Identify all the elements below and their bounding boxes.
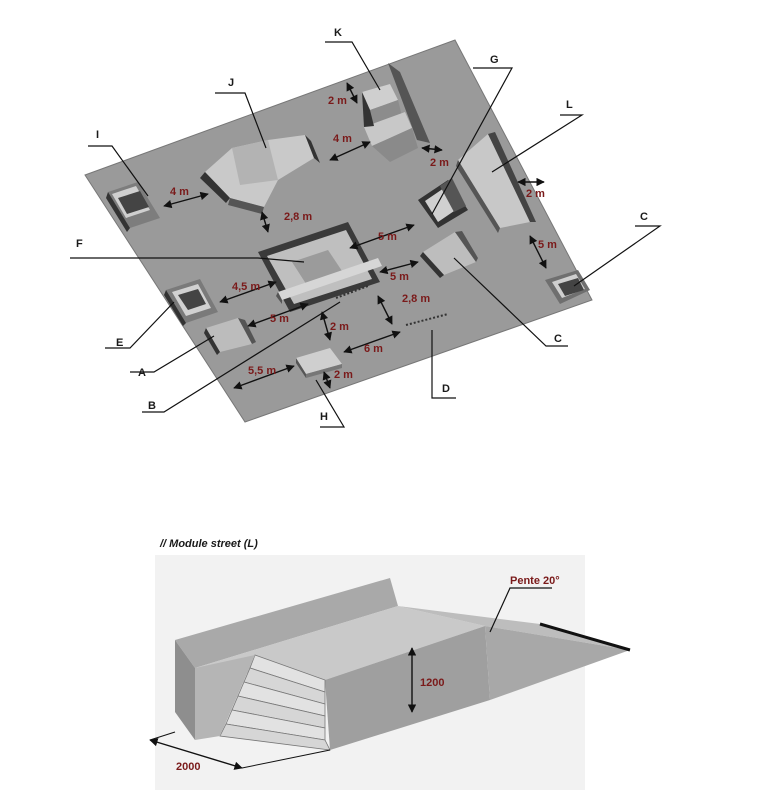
letter-i: I [96,129,99,141]
label-i-4m: 4 m [170,186,189,198]
letter-c-lower: C [554,333,562,345]
module-b [335,285,369,299]
height-label: 1200 [420,677,444,689]
module-c-right [545,270,590,304]
label-k-2m: 2 m [328,95,347,107]
label-h-55m: 5,5 m [248,365,276,377]
letter-d: D [442,383,450,395]
letter-h: H [320,411,328,423]
label-a-5m: 5 m [270,313,289,325]
letter-g: G [490,54,499,66]
module-i [106,182,160,232]
letter-b: B [148,400,156,412]
letter-f: F [76,238,83,250]
slope-leader [489,587,552,633]
label-b-2m: 2 m [330,321,349,333]
label-l-2m: 2 m [526,188,545,200]
letter-c-right: C [640,211,648,223]
letter-a: A [138,367,146,379]
label-e-45m: 4,5 m [232,281,260,293]
module-a [204,318,256,355]
label-g-5m: 5 m [378,231,397,243]
dimension-arrows [163,82,547,390]
letter-k: K [334,27,342,39]
module-k [362,63,430,162]
module-street-view: // Module street (L) 1200 20 [149,538,631,790]
label-d-28m: 2,8 m [402,293,430,305]
dimension-labels: 2 m 4 m 2 m 2 m 5 m 4 m 2,8 m 5 m 5 m 4,… [170,95,557,381]
letter-l: L [566,99,573,111]
letter-e: E [116,337,123,349]
label-h-6m: 6 m [364,343,383,355]
stairs [195,654,331,751]
module-c-lower [420,231,478,278]
slope-label: Pente 20° [510,575,560,587]
leader-lines [70,41,662,428]
label-k-2m-b: 2 m [430,157,449,169]
module-l-plan [456,132,536,233]
module-e [164,279,218,326]
plan-view: 2 m 4 m 2 m 2 m 5 m 4 m 2,8 m 5 m 5 m 4,… [70,27,662,428]
module-h [296,348,342,378]
module-letters: K J G L I F C C E A B H D [76,27,648,423]
label-h-2m: 2 m [334,369,353,381]
module-d [405,313,449,326]
width-label: 2000 [176,761,200,773]
label-l-5m: 5 m [538,239,557,251]
label-j-28m: 2,8 m [284,211,312,223]
module-f [258,222,382,312]
module-j [200,135,320,214]
module-title: // Module street (L) [159,538,258,550]
label-f-5m: 5 m [390,271,409,283]
width-dimension [149,738,243,770]
letter-j: J [228,77,234,89]
label-k-4m: 4 m [333,133,352,145]
